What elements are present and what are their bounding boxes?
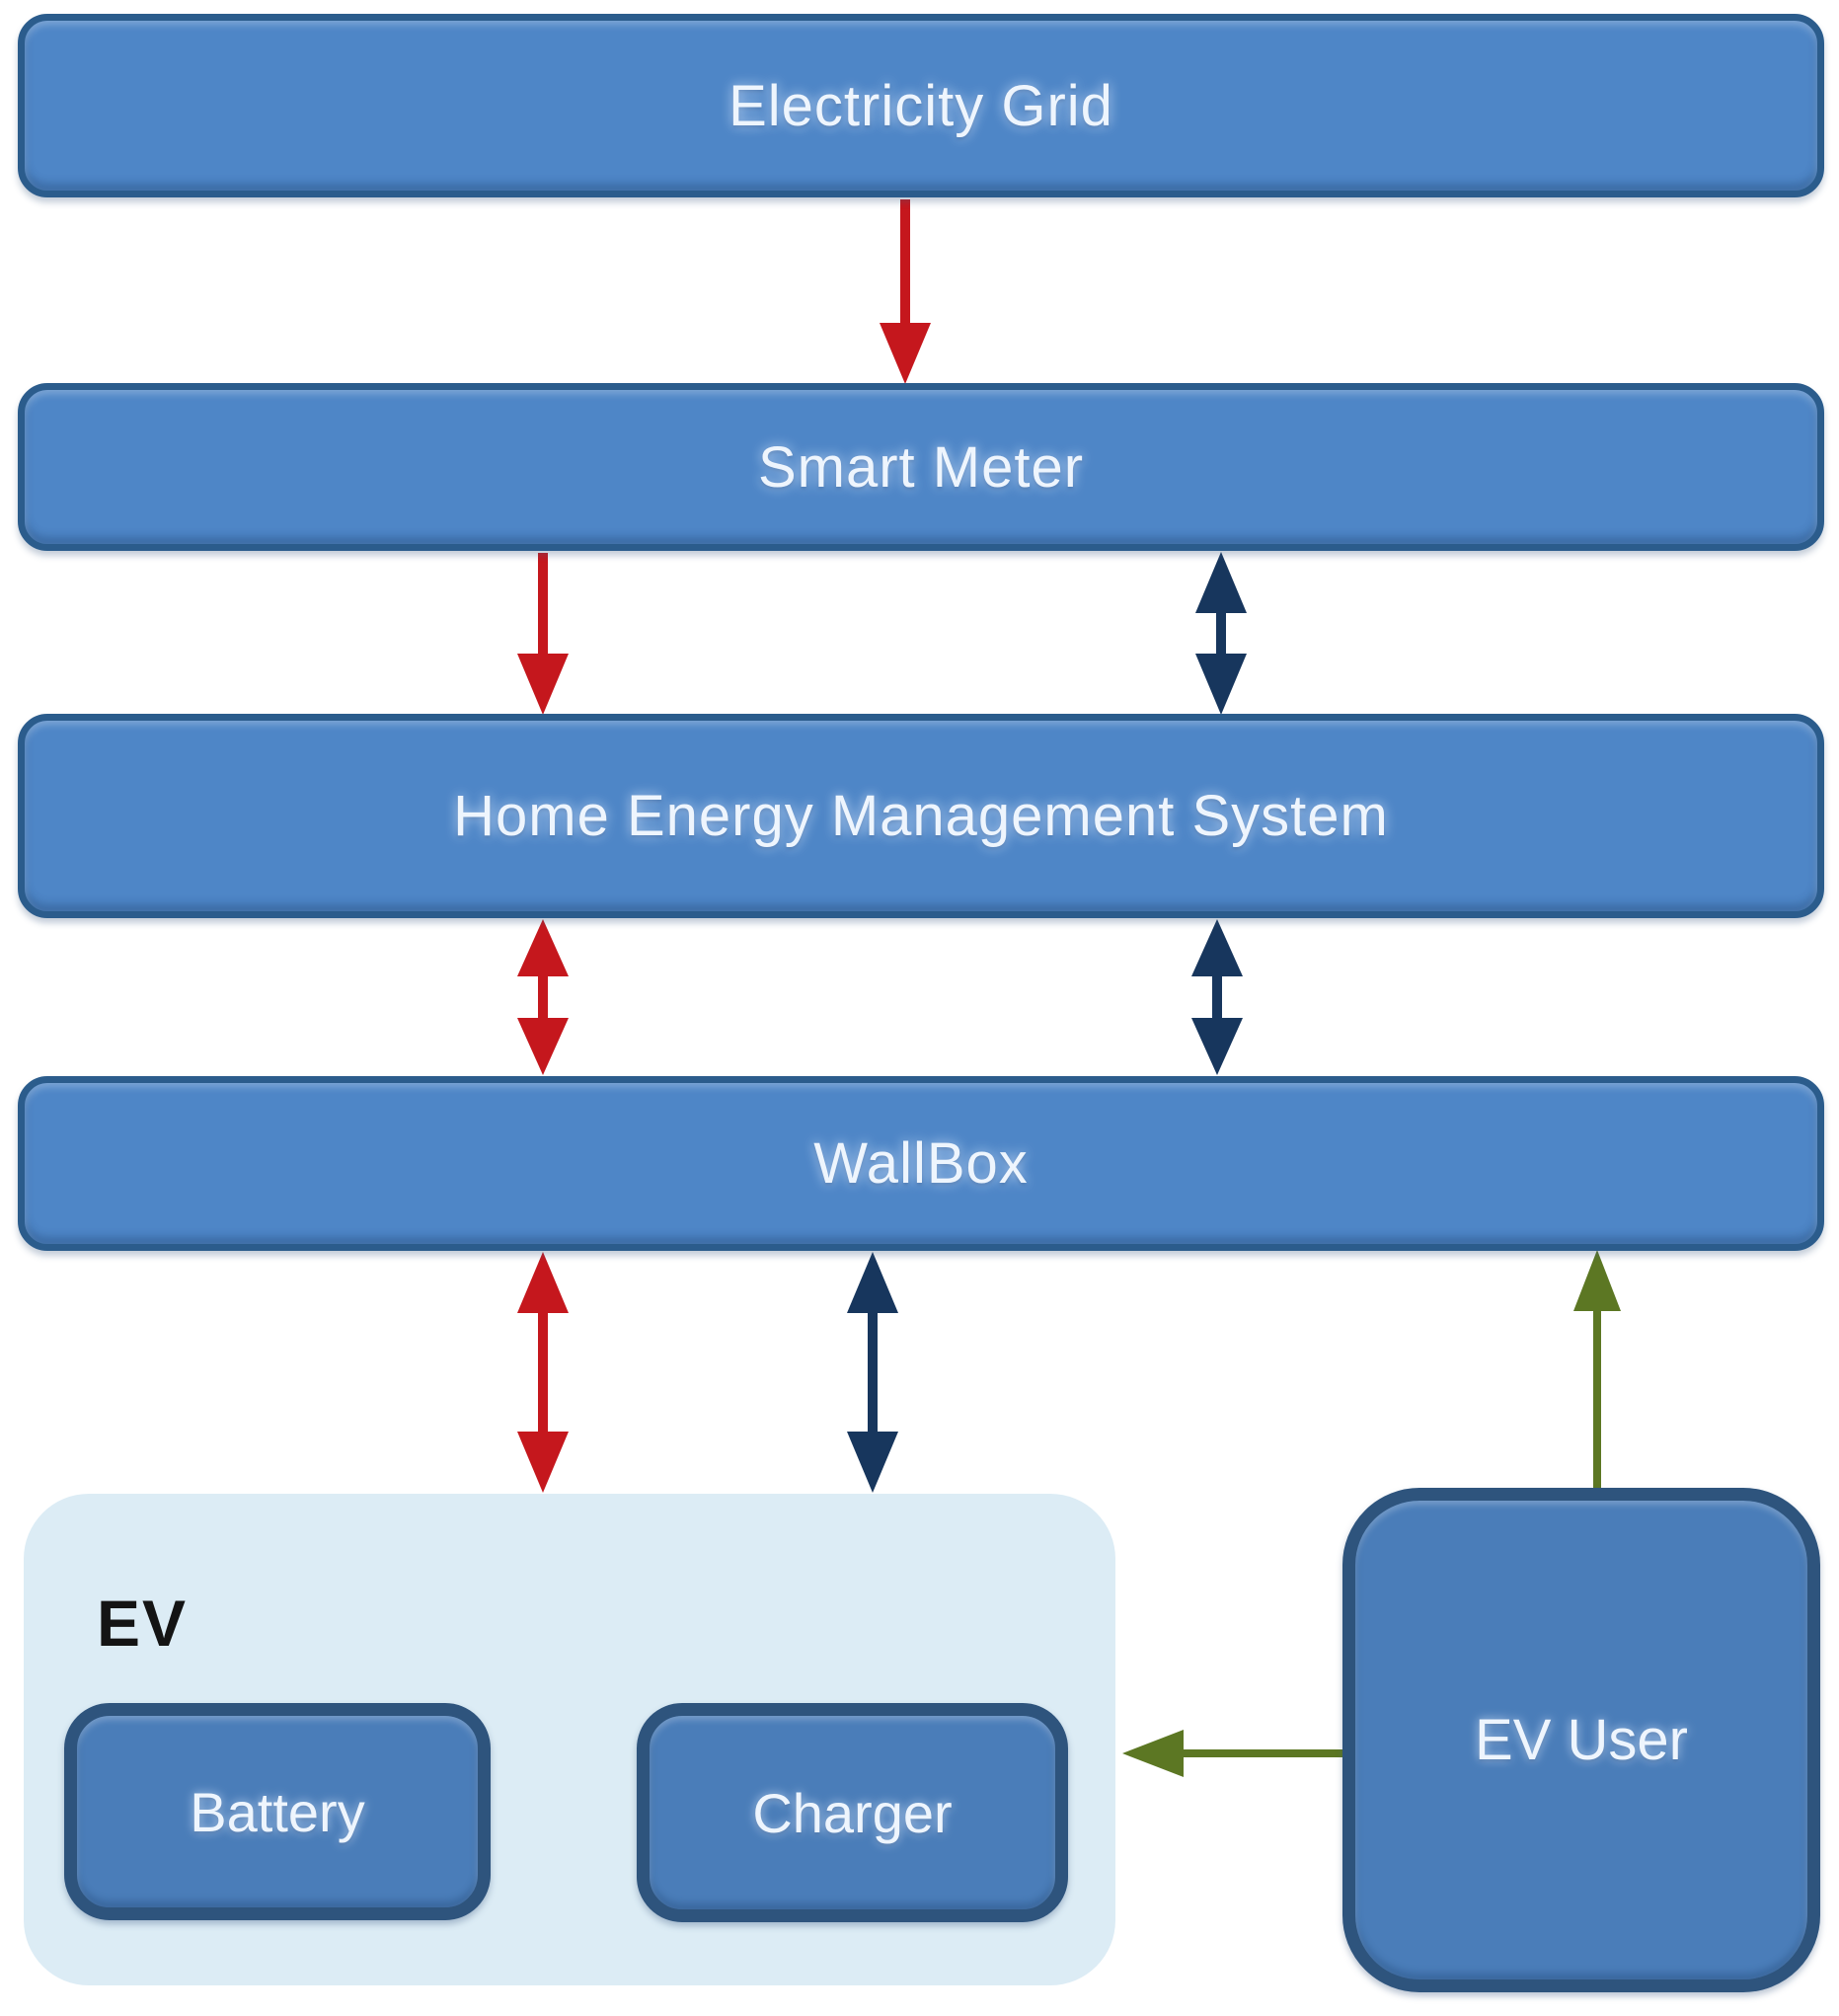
node-wallbox-label: WallBox — [813, 1131, 1029, 1196]
node-hems-label: Home Energy Management System — [453, 784, 1389, 848]
node-ev-user: EV User — [1342, 1488, 1820, 1992]
node-hems: Home Energy Management System — [18, 714, 1824, 918]
node-smart-meter-label: Smart Meter — [757, 434, 1085, 500]
arrow-user-to-wallbox — [1573, 1250, 1621, 1489]
node-wallbox: WallBox — [18, 1076, 1824, 1251]
arrow-wallbox-ev-comm — [847, 1252, 898, 1493]
node-battery: Battery — [64, 1703, 491, 1920]
arrow-user-to-ev — [1122, 1730, 1342, 1777]
node-electricity-grid-label: Electricity Grid — [728, 73, 1113, 138]
arrow-meter-hems-comm — [1195, 552, 1247, 715]
arrow-wallbox-ev-power — [517, 1252, 569, 1493]
node-charger-label: Charger — [752, 1781, 953, 1844]
node-charger: Charger — [637, 1703, 1068, 1922]
node-battery-label: Battery — [190, 1780, 365, 1843]
node-electricity-grid: Electricity Grid — [18, 14, 1824, 197]
ev-group-label: EV — [97, 1587, 189, 1660]
node-smart-meter: Smart Meter — [18, 383, 1824, 551]
arrow-hems-wallbox-power — [517, 919, 569, 1075]
node-ev-user-label: EV User — [1475, 1708, 1688, 1772]
arrow-meter-to-hems-power — [517, 553, 569, 715]
arrow-hems-wallbox-comm — [1191, 919, 1243, 1075]
arrow-grid-to-meter-power — [880, 199, 931, 384]
